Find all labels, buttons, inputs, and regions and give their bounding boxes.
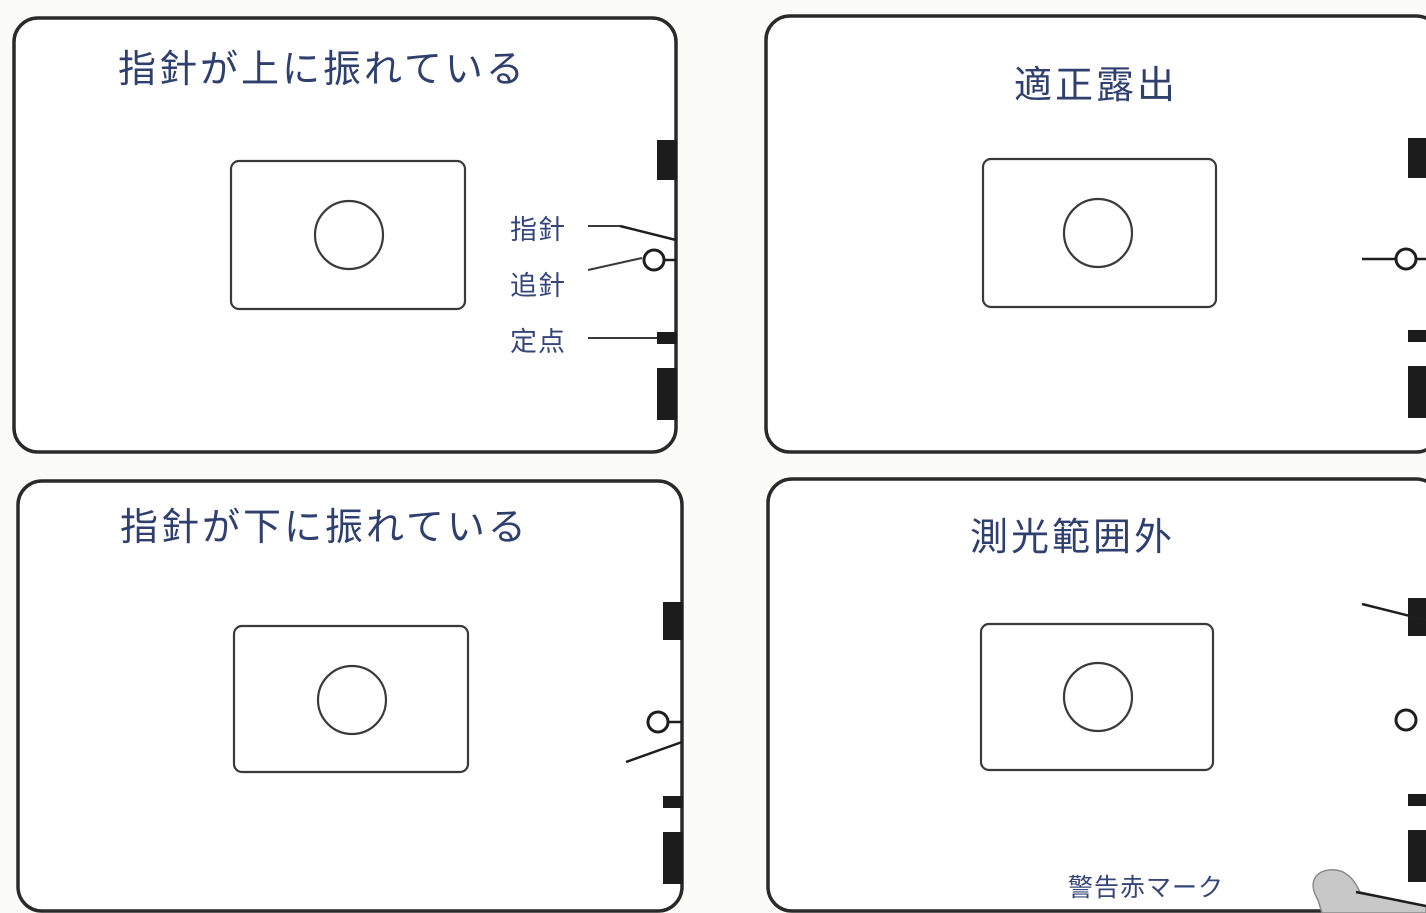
viewfinder-frame	[764, 14, 1426, 454]
callout-fixed-point: 定点	[510, 327, 566, 358]
fixed-point-mark	[1408, 794, 1426, 806]
meter-needle	[619, 224, 677, 242]
panel-out-of-range	[766, 477, 1426, 913]
panel-title-needle-up: 指針が上に振れている	[118, 47, 527, 91]
overexposure-mark	[1408, 138, 1426, 178]
tracking-needle-leader	[587, 257, 643, 271]
panel-needle-down	[16, 479, 684, 913]
underexposure-mark	[663, 832, 683, 884]
viewfinder-frame	[16, 479, 684, 913]
warning-mark-needle	[1355, 890, 1426, 908]
tracking-needle-ring	[1394, 247, 1418, 271]
center-circle	[316, 664, 388, 736]
panel-title-needle-down: 指針が下に振れている	[120, 505, 529, 549]
underexposure-mark	[657, 368, 677, 420]
viewfinder-frame	[12, 16, 678, 454]
focus-frame	[232, 624, 470, 774]
panel-title-out-of-range: 測光範囲外	[970, 515, 1176, 559]
fixed-point-mark	[663, 796, 683, 808]
callout-needle: 指針	[510, 215, 566, 246]
focus-frame	[981, 157, 1218, 309]
underexposure-mark	[1408, 366, 1426, 418]
viewfinder-frame	[766, 477, 1426, 913]
tracking-needle-ring	[646, 710, 670, 734]
focus-frame	[229, 159, 467, 311]
fixed-point-mark	[1408, 330, 1426, 342]
overexposure-mark	[663, 602, 683, 640]
meter-needle	[625, 740, 683, 764]
focus-frame	[979, 622, 1215, 772]
panel-correct-exposure	[764, 14, 1426, 454]
panel-needle-up	[12, 16, 678, 454]
fixed-point-mark	[657, 332, 677, 344]
panel-title-correct-exposure: 適正露出	[1014, 63, 1179, 107]
callout-warning-mark: 警告赤マーク	[1068, 873, 1225, 902]
callout-tracking-needle: 追針	[510, 271, 566, 302]
tracking-needle-ring	[1394, 708, 1418, 732]
tracking-needle-ring	[642, 248, 666, 272]
center-circle	[1062, 661, 1134, 733]
underexposure-mark	[1408, 830, 1426, 882]
meter-needle	[1361, 602, 1426, 622]
center-circle	[313, 199, 385, 271]
overexposure-mark	[657, 140, 677, 180]
center-circle	[1062, 197, 1134, 269]
